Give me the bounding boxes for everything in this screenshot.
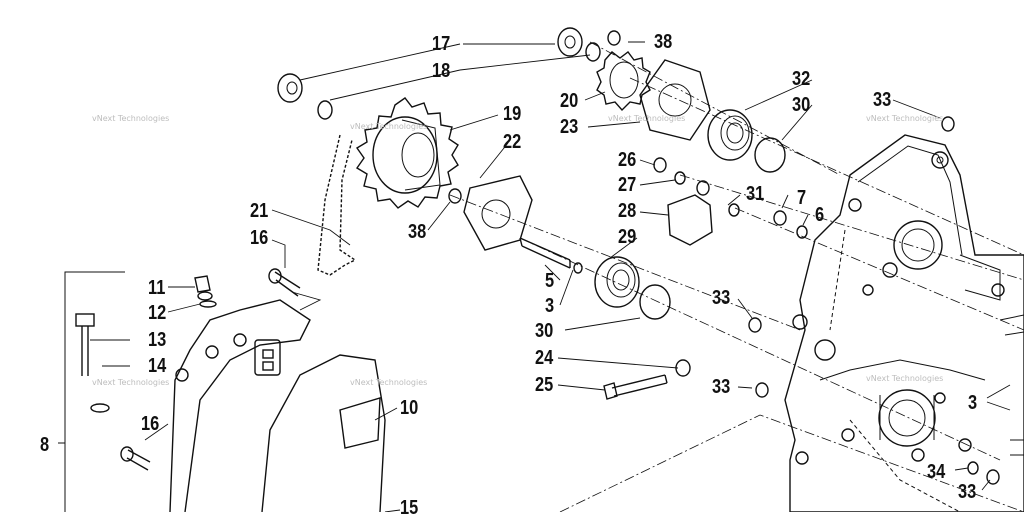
callout-bracket-8 (58, 271, 125, 512)
drive-chain-21 (317, 134, 357, 276)
snap-ring-30-top (754, 137, 786, 173)
nut-33-top-right (941, 116, 955, 132)
bearing-29 (594, 256, 640, 308)
nut-33-upper (748, 317, 762, 333)
stud-bolt-5 (519, 237, 571, 269)
washer-31 (728, 203, 740, 217)
washer-18-left (317, 100, 333, 120)
chaincase-cover (169, 299, 311, 512)
chain-tensioner-bracket-28 (667, 194, 713, 246)
washer-27 (674, 171, 686, 185)
nut-33-bottom (986, 469, 1000, 485)
gasket-15 (261, 354, 386, 512)
leader-lines (90, 41, 1011, 512)
nut-7 (773, 210, 787, 226)
washer-14 (90, 403, 110, 413)
nut-33-lower (755, 382, 769, 398)
dipstick-13 (75, 313, 95, 376)
shaft-center-lines (449, 41, 1024, 512)
bolt-16-upper (274, 271, 301, 297)
bolt-25 (611, 374, 668, 397)
access-plate-10 (339, 397, 381, 449)
nut-38-top (607, 30, 621, 46)
gear-case-housing (784, 134, 1024, 512)
washer-6 (796, 225, 808, 239)
nut-38-left (448, 188, 462, 204)
o-ring-12 (199, 300, 217, 308)
nut-17-left (277, 73, 303, 103)
bearing-retainer-plate-23 (639, 59, 711, 141)
bearing-32 (707, 109, 753, 161)
nut-26 (653, 157, 667, 173)
fill-plug-11 (194, 275, 213, 301)
snap-ring-30-lower (639, 284, 671, 320)
large-sprocket-gear (355, 97, 459, 209)
washer-18-top (585, 42, 601, 62)
nut-24 (675, 359, 691, 377)
washer-34 (967, 461, 979, 475)
nut-17 (557, 27, 583, 57)
